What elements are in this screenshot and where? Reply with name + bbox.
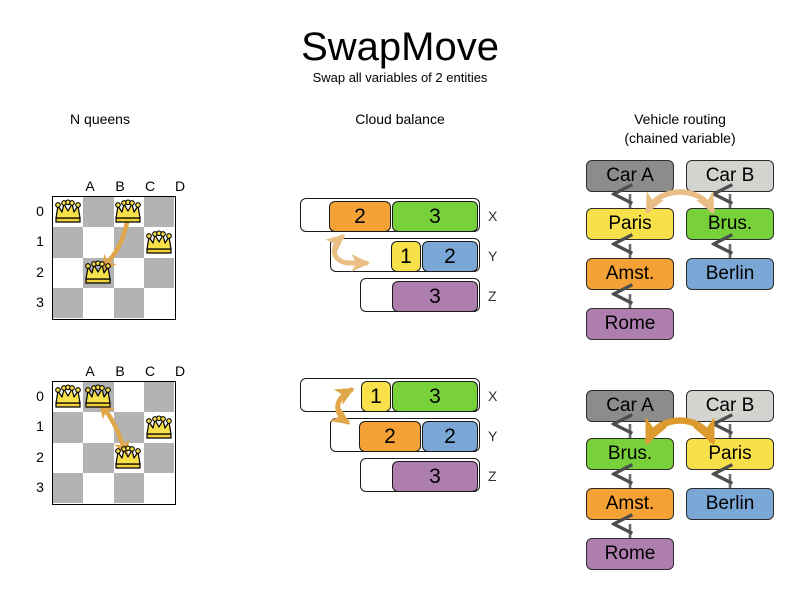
- visit-node-rome[interactable]: Rome: [586, 538, 674, 570]
- cell-d0[interactable]: [143, 382, 174, 413]
- computer-bar-x[interactable]: 2 3: [300, 198, 480, 232]
- queen-icon-b2[interactable]: [84, 260, 112, 285]
- cell-a3[interactable]: [53, 472, 84, 503]
- cell-d2[interactable]: [143, 442, 174, 473]
- page-title: SwapMove: [301, 25, 499, 69]
- process-y-1[interactable]: 2: [359, 420, 421, 452]
- file-label-c: C: [144, 178, 156, 194]
- rank-label-2: 2: [36, 264, 44, 280]
- cell-a2[interactable]: [53, 257, 84, 288]
- queen-icon-a0[interactable]: [54, 384, 82, 409]
- visit-node-berlin[interactable]: Berlin: [686, 488, 774, 520]
- file-label-d: D: [174, 363, 186, 379]
- route-links-before: [560, 150, 800, 308]
- visit-node-berlin[interactable]: Berlin: [686, 258, 774, 290]
- chessboard-after[interactable]: [52, 381, 176, 505]
- process-x-1[interactable]: 1: [361, 380, 391, 412]
- computer-label-y: Y: [488, 248, 498, 264]
- queen-icon-a0[interactable]: [54, 199, 82, 224]
- cell-d3[interactable]: [143, 472, 174, 503]
- queen-icon-c2[interactable]: [114, 445, 142, 470]
- cell-a1[interactable]: [53, 227, 84, 258]
- computer-label-z: Z: [488, 468, 497, 484]
- rank-label-2: 2: [36, 449, 44, 465]
- cell-a2[interactable]: [53, 442, 84, 473]
- column-header-n-queens: N queens: [70, 111, 130, 127]
- queen-icon-b0[interactable]: [84, 384, 112, 409]
- n-queens-after: A B C D 0 1 2 3: [30, 363, 190, 513]
- queen-icon-d1[interactable]: [145, 415, 173, 440]
- process-x-2[interactable]: 3: [392, 380, 478, 412]
- process-z-1[interactable]: 3: [392, 460, 478, 492]
- column-header-cloud-balance: Cloud balance: [355, 111, 445, 127]
- process-z-1[interactable]: 3: [392, 280, 478, 312]
- visit-node-brus[interactable]: Brus.: [686, 208, 774, 240]
- computer-bar-x[interactable]: 1 3: [300, 378, 480, 412]
- file-label-b: B: [115, 178, 125, 194]
- computer-label-x: X: [488, 208, 498, 224]
- cell-b1[interactable]: [83, 227, 114, 258]
- cell-c3[interactable]: [113, 287, 144, 318]
- cell-b0[interactable]: [83, 197, 114, 228]
- rank-label-3: 3: [36, 294, 44, 310]
- rank-label-3: 3: [36, 479, 44, 495]
- process-x-2[interactable]: 3: [392, 200, 478, 232]
- cell-a1[interactable]: [53, 412, 84, 443]
- file-label-a: A: [85, 363, 95, 379]
- column-header-vehicle-routing-sub: (chained variable): [624, 130, 736, 146]
- process-swap-arrow-after: [329, 387, 355, 425]
- file-label-d: D: [174, 178, 186, 194]
- visit-swap-arrow-after: [644, 416, 716, 446]
- process-y-2[interactable]: 2: [422, 420, 478, 452]
- cell-c2[interactable]: [113, 257, 144, 288]
- queen-icon-c0[interactable]: [114, 199, 142, 224]
- computer-label-z: Z: [488, 288, 497, 304]
- chessboard-before[interactable]: [52, 196, 176, 320]
- visit-swap-arrow-before: [645, 189, 715, 215]
- process-y-1[interactable]: 1: [391, 240, 421, 272]
- queen-icon-d1[interactable]: [145, 230, 173, 255]
- cell-d3[interactable]: [143, 287, 174, 318]
- computer-bar-z[interactable]: 3: [360, 278, 480, 312]
- rank-label-1: 1: [36, 418, 44, 434]
- cell-c3[interactable]: [113, 472, 144, 503]
- rank-label-0: 0: [36, 388, 44, 404]
- route-links-after: [560, 380, 800, 538]
- file-label-c: C: [144, 363, 156, 379]
- cell-b3[interactable]: [83, 287, 114, 318]
- process-swap-arrow-before: [325, 234, 371, 272]
- computer-label-x: X: [488, 388, 498, 404]
- rank-label-1: 1: [36, 233, 44, 249]
- cell-a3[interactable]: [53, 287, 84, 318]
- column-header-vehicle-routing: Vehicle routing: [634, 111, 726, 127]
- file-label-a: A: [85, 178, 95, 194]
- rank-label-0: 0: [36, 203, 44, 219]
- cell-d2[interactable]: [143, 257, 174, 288]
- computer-label-y: Y: [488, 428, 498, 444]
- cell-b3[interactable]: [83, 472, 114, 503]
- n-queens-before: A B C D 0 1 2 3: [30, 178, 190, 328]
- cell-d0[interactable]: [143, 197, 174, 228]
- computer-bar-y[interactable]: 2 2: [330, 418, 480, 452]
- process-x-1[interactable]: 2: [329, 200, 391, 232]
- file-label-b: B: [115, 363, 125, 379]
- page-subtitle: Swap all variables of 2 entities: [312, 70, 488, 85]
- visit-node-rome[interactable]: Rome: [586, 308, 674, 340]
- computer-bar-z[interactable]: 3: [360, 458, 480, 492]
- process-y-2[interactable]: 2: [422, 240, 478, 272]
